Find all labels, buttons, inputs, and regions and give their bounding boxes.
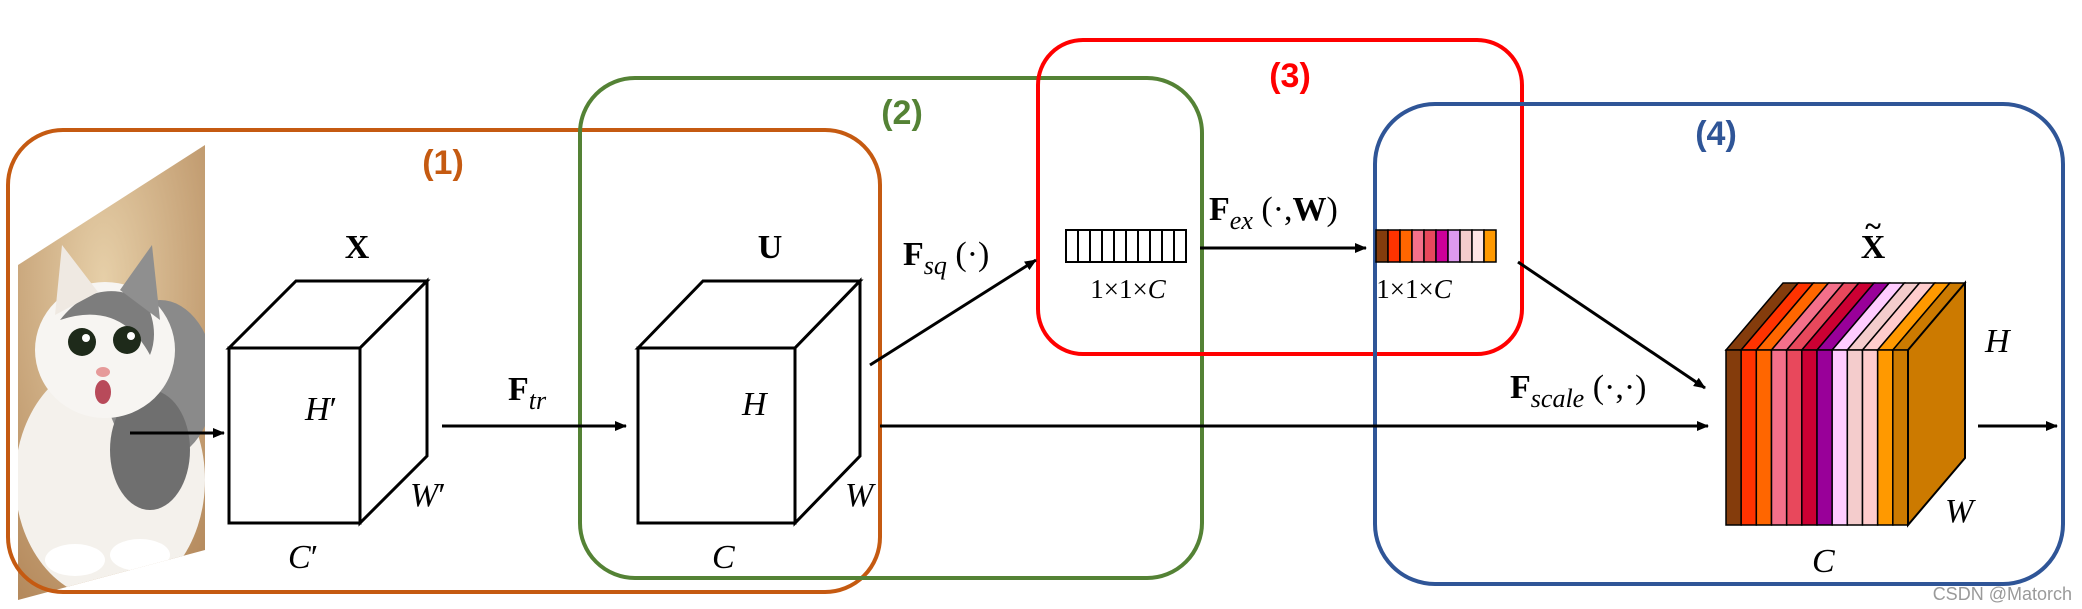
output-slice-front [1892, 349, 1909, 526]
squeeze-vector-cell [1089, 229, 1103, 263]
excitation-vector-cell [1483, 229, 1497, 263]
group-2-label: (2) [881, 94, 923, 132]
tensor-u-title: U [758, 229, 783, 266]
tensor-x-height-label: H′ [304, 391, 337, 428]
f-scale-sub: scale [1531, 384, 1584, 413]
f-scale-main: F [1510, 369, 1531, 406]
output-slice-front [1816, 349, 1833, 526]
squeeze-vector-cell [1065, 229, 1079, 263]
tensor-u-cube [634, 277, 864, 527]
squeeze-vector-cell [1137, 229, 1151, 263]
tensor-x-width-prime: ′ [438, 477, 445, 514]
group-1-label: (1) [422, 144, 464, 182]
excitation-vector-label-c: C [1434, 274, 1453, 304]
f-tr-label: Ftr [508, 371, 547, 415]
tensor-x-height-prime: ′ [330, 391, 337, 428]
tensor-u-height-label: H [741, 386, 769, 423]
tensor-x-tilde-channels-label: C [1812, 543, 1835, 580]
f-ex-args-close: ) [1327, 191, 1338, 228]
tensor-x-tilde-width-label: W [1945, 493, 1976, 530]
output-slice-front [1876, 349, 1894, 526]
tensor-x-width-label: W′ [410, 477, 446, 514]
tensor-x-tilde-title: X [1861, 229, 1886, 266]
f-sq-label: Fsq (·) [903, 236, 989, 280]
tensor-x-tilde-tilde: ~ [1865, 210, 1881, 243]
squeeze-vector-cell [1149, 229, 1163, 263]
output-slice-front [1831, 349, 1849, 526]
output-slice-front [1755, 349, 1773, 526]
output-slice-front [1861, 349, 1879, 526]
excitation-vector-label-text: 1×1× [1376, 274, 1433, 304]
f-scale-args: (·,·) [1584, 369, 1646, 406]
f-tr-sub: tr [529, 386, 547, 415]
squeeze-vector-cell [1077, 229, 1091, 263]
excitation-vector-cell [1447, 229, 1461, 263]
squeeze-vector-cell [1125, 229, 1139, 263]
squeeze-vector-label-text: 1×1× [1090, 274, 1147, 304]
output-slice-front [1725, 349, 1742, 526]
f-sq-sub: sq [924, 251, 947, 280]
tensor-x-height-symbol: H [304, 391, 332, 428]
f-ex-main: F [1209, 191, 1230, 228]
group-4-label: (4) [1695, 115, 1737, 153]
squeeze-vector-label-c: C [1148, 274, 1167, 304]
output-slice-front [1785, 349, 1803, 526]
squeeze-arrow [869, 258, 1037, 367]
f-scale-label: Fscale (·,·) [1510, 369, 1647, 413]
group-2-box [578, 76, 1204, 580]
output-tensor-stack [1724, 280, 1967, 528]
f-ex-label: Fex (·,W) [1209, 191, 1338, 235]
squeeze-vector-cell [1113, 229, 1127, 263]
excitation-vector-label: 1×1×C [1376, 274, 1452, 304]
excitation-vector-cell [1399, 229, 1413, 263]
output-slice-front [1770, 349, 1788, 526]
output-slice-front [1846, 349, 1864, 526]
tensor-x-channels-symbol: C [288, 539, 311, 576]
tensor-x-channels-label: C′ [288, 539, 318, 576]
tensor-x-channels-prime: ′ [311, 539, 318, 576]
f-sq-main: F [903, 236, 924, 273]
scale-weights-arrow [1517, 260, 1706, 390]
excitation-vector-cell [1423, 229, 1437, 263]
excitation-vector-cell [1471, 229, 1485, 263]
output-slice-front [1740, 349, 1758, 526]
excitation-vector-cell [1387, 229, 1401, 263]
squeeze-vector-label: 1×1×C [1090, 274, 1166, 304]
group-1-box [6, 128, 882, 594]
excitation-vector-cell [1459, 229, 1473, 263]
group-3-label: (3) [1269, 57, 1311, 95]
f-ex-sub: ex [1230, 206, 1254, 235]
tensor-u-width-label: W [845, 477, 876, 514]
tensor-u-channels-label: C [712, 539, 735, 576]
tensor-x-title: X [345, 229, 370, 266]
f-sq-args: (·) [947, 236, 989, 273]
output-slice-front [1801, 349, 1818, 526]
group-4-box [1373, 102, 2065, 586]
tensor-x-cube [225, 277, 431, 527]
excitation-vector-cell [1435, 229, 1449, 263]
output-side-face [1907, 280, 1966, 528]
f-tr-main: F [508, 371, 529, 408]
tensor-x-tilde-height-label: H [1984, 323, 2012, 360]
squeeze-vector [1065, 229, 1187, 263]
f-ex-args-open: (·, [1253, 191, 1293, 228]
squeeze-vector-cell [1101, 229, 1115, 263]
excitation-vector [1375, 229, 1497, 263]
excitation-vector-cell [1375, 229, 1389, 263]
watermark: CSDN @Matorch [1933, 584, 2072, 604]
squeeze-vector-cell [1161, 229, 1175, 263]
f-ex-args-bold: W [1293, 191, 1327, 228]
cat-photo-icon [18, 145, 205, 600]
excitation-vector-cell [1411, 229, 1425, 263]
group-3-box [1036, 38, 1524, 356]
squeeze-vector-cell [1173, 229, 1187, 263]
tensor-x-width-symbol: W [410, 477, 441, 514]
